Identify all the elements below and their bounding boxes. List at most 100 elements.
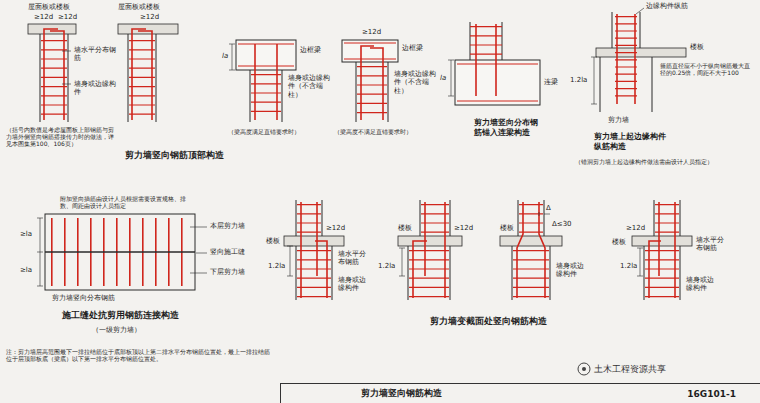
part-name: 下层剪力墙: [210, 268, 245, 276]
edge-member-detail: [600, 57, 601, 112]
dimension: ≥12d: [34, 13, 53, 21]
part-name: 连梁: [544, 78, 558, 86]
wall-top-detail: [28, 24, 76, 122]
section-change-detail: [644, 246, 645, 300]
dimension: 1.2la: [268, 262, 285, 270]
condition-note: （错洞剪力墙上起边缘构件做法需由设计人员指定）: [575, 158, 717, 165]
dimension: ≥12d: [626, 224, 645, 232]
section-change-detail: [332, 246, 333, 300]
dimension: la: [440, 74, 446, 82]
section-change-detail: [296, 200, 297, 236]
section-title: 剪力墙竖向分布钢筋锚入连梁构造: [474, 118, 542, 137]
section-change-detail: [544, 200, 545, 236]
part-name: 边缘构件纵筋: [646, 2, 688, 10]
frame-beam-detail: [388, 62, 389, 122]
dimension: la: [222, 52, 228, 60]
wall-top-detail: [118, 24, 178, 34]
dimension: ≥12d: [362, 28, 381, 36]
part-name: 屋面板或楼板: [118, 3, 160, 11]
section-change-detail: [420, 200, 421, 236]
dimension: ≥12d: [58, 13, 77, 21]
construction-joint-detail: [190, 227, 207, 228]
part-name: 墙身或边缘构件: [338, 276, 368, 293]
coupling-beam-detail: [448, 22, 540, 105]
part-name: 墙身或边缘构件（不含端柱）: [394, 70, 438, 95]
note-text: 附加竖向插筋由设计人员根据需要设置规格、排数、间距由设计人员指定: [60, 195, 190, 209]
section-title: 剪力墙上起边缘构件纵筋构造: [594, 132, 668, 151]
frame-beam-detail: [238, 44, 294, 45]
wall-top-detail: [50, 31, 64, 120]
watermark-icon: [578, 363, 590, 375]
section-change-detail: [284, 200, 344, 300]
construction-joint-detail: [37, 214, 207, 290]
note-text: 注：剪力墙层高范围最下一排拉结筋位于底部板顶以上第二排水平分布钢筋位置处，最上一…: [6, 348, 274, 362]
construction-joint-detail: [37, 218, 43, 286]
part-name: 楼板: [266, 237, 280, 245]
coupling-beam-detail: [455, 60, 540, 105]
wall-top-detail: [62, 84, 71, 85]
coupling-beam-detail: [470, 26, 502, 58]
section-change-detail: [500, 200, 562, 300]
section-change-detail: [654, 200, 655, 236]
part-name: 楼板: [612, 238, 626, 246]
wall-top-detail: [62, 51, 71, 52]
part-name: 本层剪力墙: [210, 222, 245, 230]
frame-beam-detail: [236, 40, 296, 70]
coupling-beam-detail: [457, 64, 538, 65]
frame-beam-detail: [361, 46, 374, 120]
part-name: 屋面板或楼板: [28, 3, 70, 11]
edge-member-detail: [615, 16, 637, 102]
condition-note: （梁高度不满足直锚要求时）: [334, 128, 412, 135]
wall-top-detail: [41, 40, 67, 118]
edge-member-detail: [596, 48, 686, 57]
watermark-icon: [582, 367, 586, 371]
edge-member-detail: [616, 14, 618, 104]
wall-top-detail: [129, 40, 155, 118]
part-name: 边框梁: [300, 46, 321, 54]
section-change-detail: [450, 246, 451, 300]
frame-beam-detail: [370, 48, 383, 120]
note-text: （括号内数值是考虑屋面板上部钢筋与剪力墙外侧竖向钢筋搭接传力时的做法，详见本图集…: [6, 126, 118, 148]
edge-member-detail: [612, 12, 613, 48]
dimension: 1.2la: [620, 262, 637, 270]
section-change-detail: [398, 200, 462, 300]
edge-member-detail: [652, 57, 653, 112]
section-change-detail: [297, 250, 331, 298]
frame-beam-detail: [254, 44, 256, 120]
frame-beam-detail: [229, 40, 296, 122]
coupling-beam-detail: [495, 24, 497, 96]
part-name: 墙水平分布钢筋: [338, 250, 368, 267]
condition-note: （一级剪力墙）: [92, 326, 141, 334]
section-change-detail: [284, 236, 344, 246]
section-change-detail: [658, 202, 660, 276]
title-block-text: 16G101-1: [687, 389, 736, 399]
section-change-detail: [512, 246, 513, 300]
note-text: 箍筋直径应不小于纵向钢筋最大直径的0.25倍，间距不大于100: [660, 62, 750, 76]
part-name: 楼板: [690, 43, 704, 51]
dimension: ≥12d: [140, 13, 159, 21]
part-name: 边框梁: [402, 44, 423, 52]
part-name: 墙水平分布钢筋: [74, 46, 118, 63]
section-title: 剪力墙变截面处竖向钢筋构造: [430, 316, 547, 326]
section-change-detail: [517, 202, 523, 298]
frame-beam-detail: [356, 62, 357, 122]
frame-beam-detail: [344, 59, 396, 60]
dimension: Δ≤30: [552, 220, 572, 228]
section-change-detail: [300, 202, 302, 298]
frame-beam-detail: [342, 40, 398, 62]
construction-joint-detail: [45, 251, 195, 252]
frame-beam-detail: [238, 66, 294, 67]
section-change-detail: [513, 250, 549, 298]
section-change-detail: [424, 202, 426, 276]
dimension: ≥12d: [326, 224, 345, 232]
section-change-detail: [444, 202, 446, 298]
construction-joint-detail: [45, 214, 195, 290]
wall-top-detail: [132, 29, 146, 120]
part-name: 墙身或边缘构件: [556, 262, 586, 279]
section-change-detail: [539, 212, 550, 216]
title-block: 剪力墙竖向钢筋构造16G101-1: [280, 383, 760, 403]
section-change-detail: [632, 236, 692, 246]
dimension: ≥12d: [454, 224, 473, 232]
dimension: ≥la: [20, 266, 32, 274]
part-name: 竖向施工缝: [210, 248, 245, 256]
